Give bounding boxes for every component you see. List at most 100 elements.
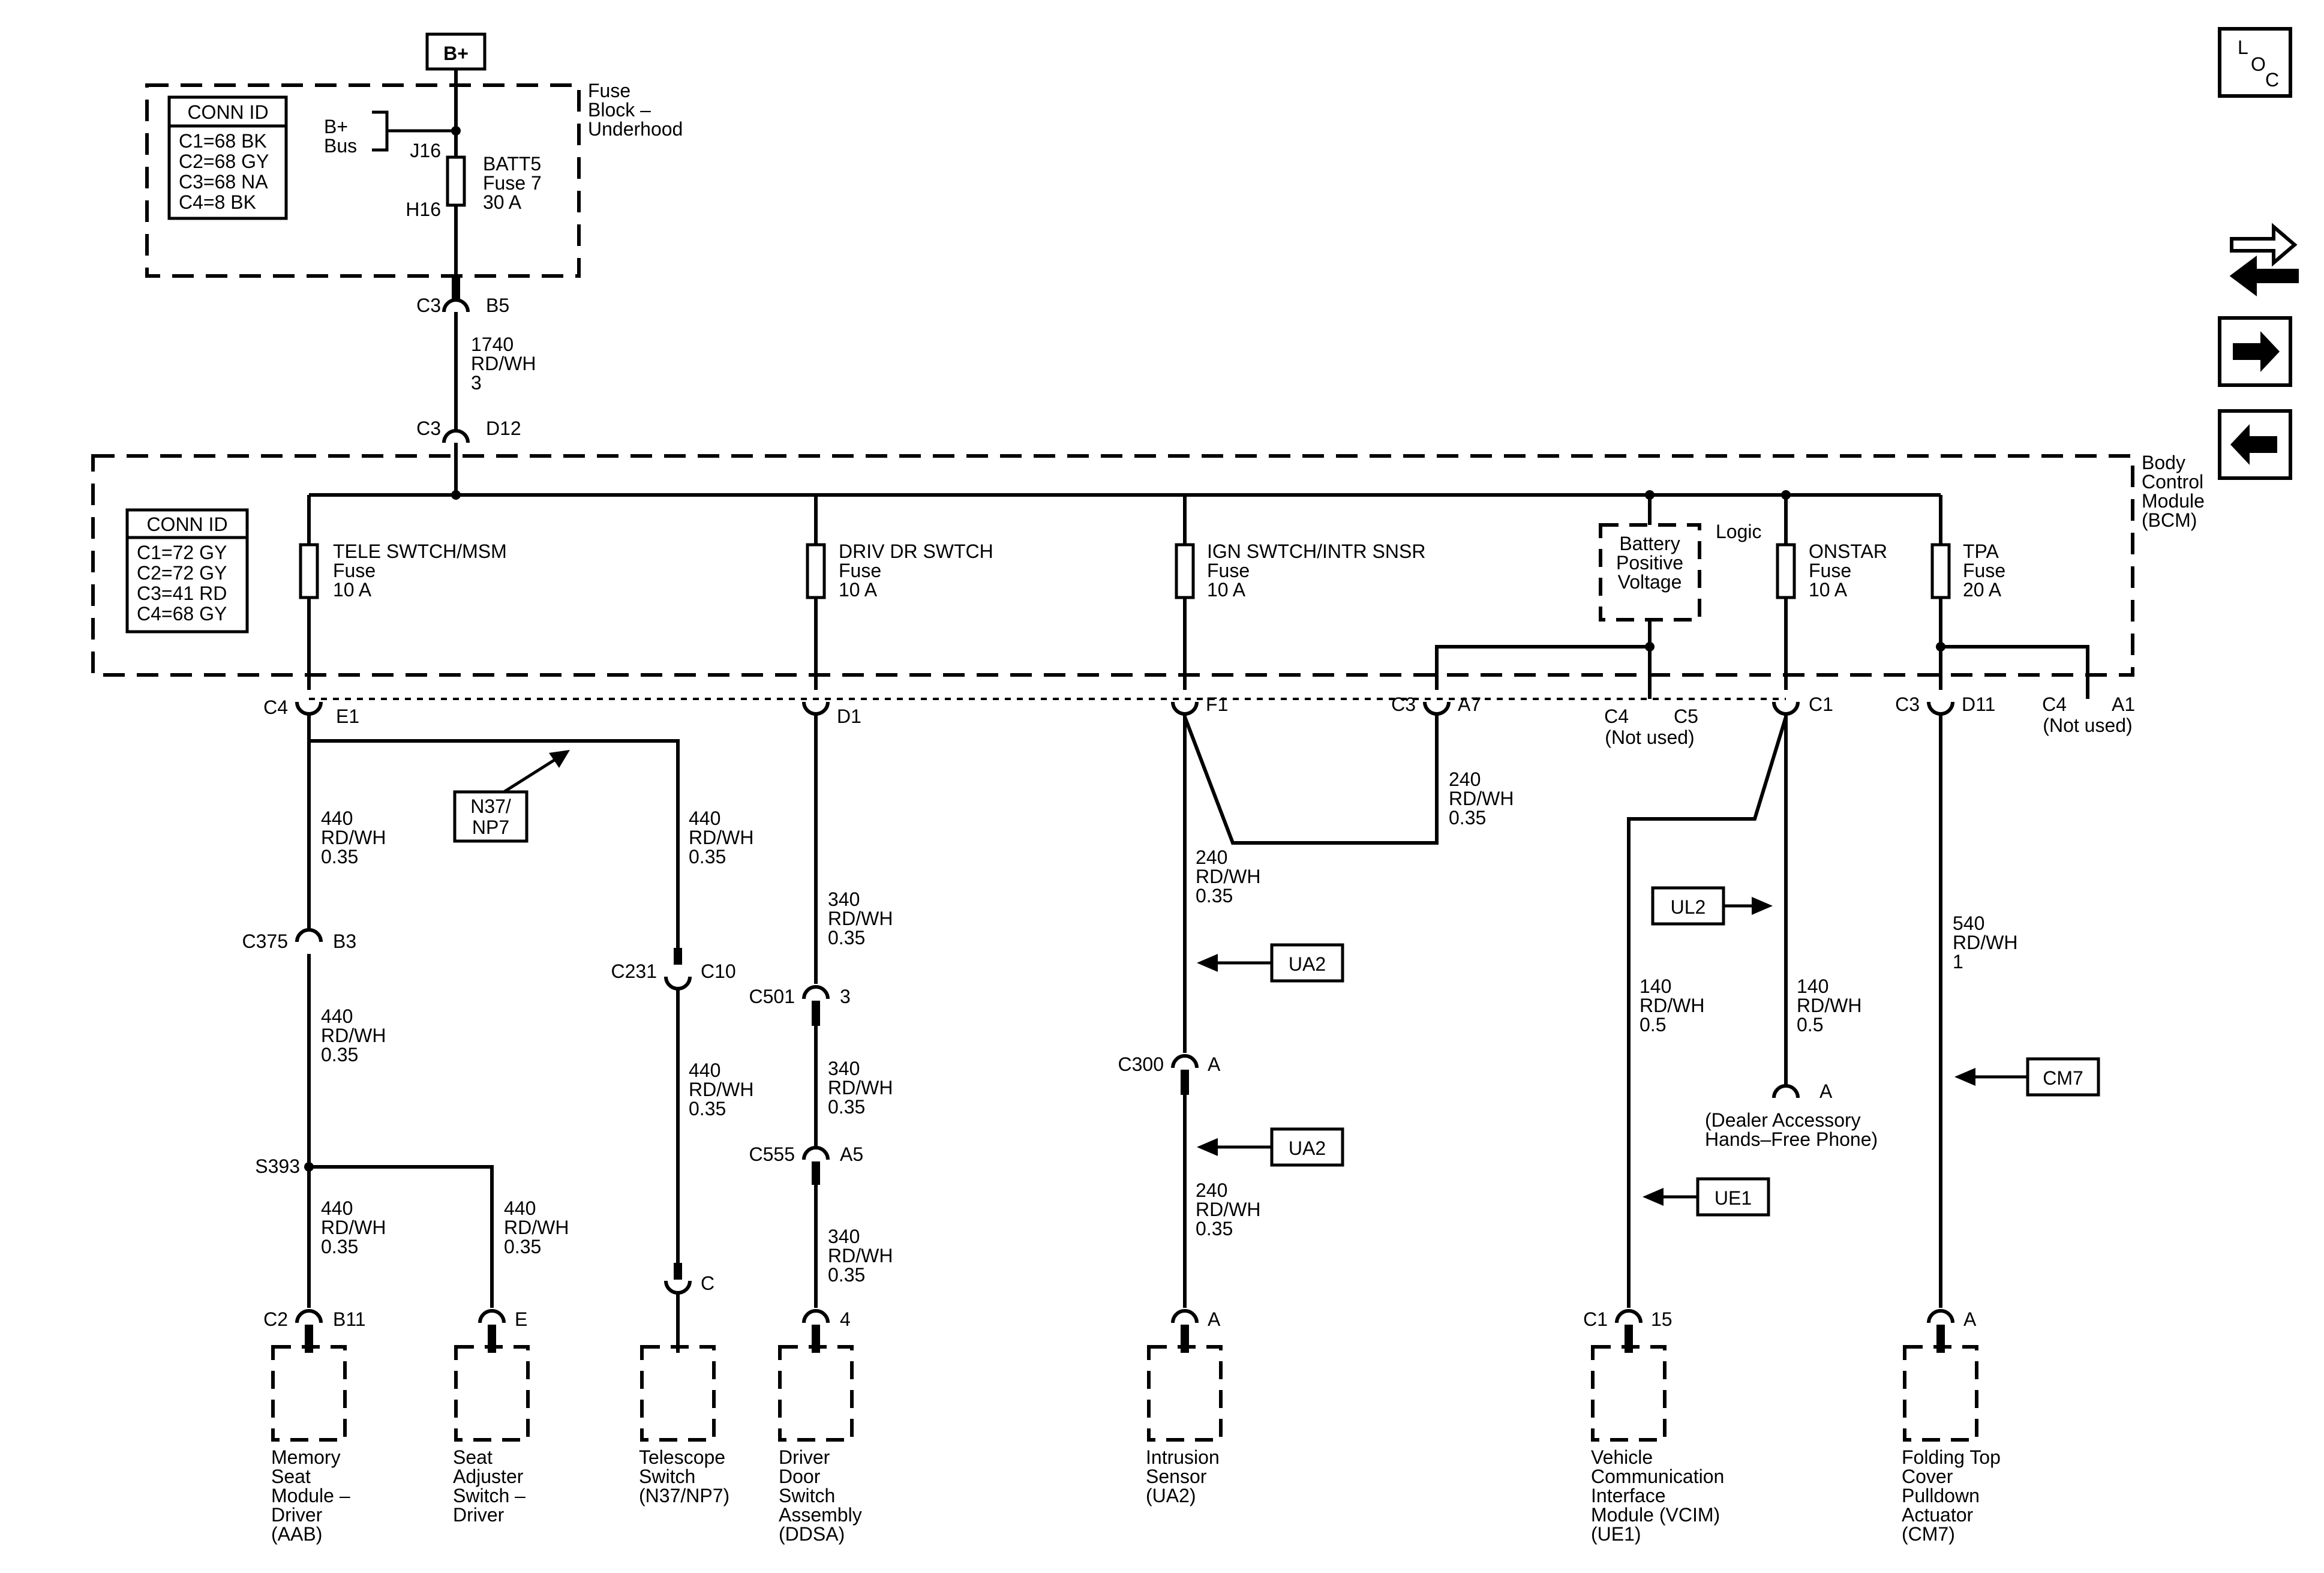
telescope-2: Switch [639, 1466, 695, 1487]
bcm-c3-a7-conn: C3 [1391, 694, 1416, 715]
tele-fuse-label-1: TELE SWTCH/MSM [333, 541, 507, 562]
w340b-2: RD/WH [828, 1077, 893, 1098]
memory-seat-1: Memory [271, 1446, 341, 1468]
tpa-fuse-label-1: TPA [1963, 541, 1999, 562]
vcim-module [1591, 1345, 1667, 1442]
tpa-fuse [1930, 543, 1951, 599]
memory-seat-3: Module – [271, 1485, 350, 1506]
w340c-3: 0.35 [828, 1264, 865, 1286]
phone-a-pin: A [1819, 1080, 1833, 1102]
vcim-3: Interface [1591, 1485, 1666, 1506]
folding-top-2: Cover [1902, 1466, 1953, 1487]
c501-pin: 3 [840, 986, 851, 1007]
w240c-3: 0.35 [1196, 1218, 1233, 1239]
ua2-ref-a: UA2 [1289, 953, 1326, 975]
s393-label: S393 [255, 1155, 300, 1177]
cm7-ref-box[interactable] [2026, 1057, 2100, 1097]
w340c-2: RD/WH [828, 1245, 893, 1266]
tele-c-pin: C [701, 1272, 714, 1294]
w440d-2: RD/WH [504, 1217, 569, 1238]
w240b-2: RD/WH [1196, 866, 1260, 887]
ddsa-3: Switch [779, 1485, 835, 1506]
c3-d12-conn: C3 [416, 418, 441, 439]
h16-label: H16 [406, 199, 441, 220]
battery-box-1: Battery [1619, 533, 1680, 554]
onstar-fuse-label-3: 10 A [1809, 579, 1848, 601]
n37-arrow-icon [549, 750, 570, 768]
bcm-conn-id-title: CONN ID [146, 514, 227, 535]
w440e-2: RD/WH [689, 827, 753, 848]
bcm-c4-a1-conn: C4 [2042, 694, 2067, 715]
bcm-c4-c5-conn: C4 [1604, 706, 1629, 727]
w440e-3: 0.35 [689, 846, 726, 867]
n37-np7-ref-box[interactable] [453, 790, 529, 843]
ddsa-pin: 4 [840, 1308, 851, 1330]
w340b-1: 340 [828, 1058, 860, 1079]
w240b-1: 240 [1196, 846, 1227, 868]
seat-adj-1: Seat [453, 1446, 493, 1468]
vcim-1: Vehicle [1591, 1446, 1653, 1468]
arrow-right-icon [2233, 331, 2280, 372]
tele-fuse-label-2: Fuse [333, 560, 376, 581]
w140a-2: RD/WH [1640, 995, 1704, 1016]
feed-wire-3: 3 [471, 372, 482, 394]
j16-label: J16 [410, 140, 441, 161]
bcm-title-2: Control [2142, 471, 2203, 493]
bcm-title-3: Module [2142, 490, 2205, 512]
next-page-button[interactable] [2218, 316, 2292, 387]
c555-pin: A5 [840, 1143, 863, 1165]
fuse-block-title-2: Block – [588, 99, 651, 121]
tpa-fuse-label-2: Fuse [1963, 560, 2005, 581]
fuse-block-title-1: Fuse [588, 80, 630, 101]
vcim-4: Module (VCIM) [1591, 1504, 1720, 1526]
c375-conn: C375 [242, 930, 289, 952]
telescope-1: Telescope [639, 1446, 725, 1468]
n37-ref-2: NP7 [472, 816, 509, 838]
ddsa-1: Driver [779, 1446, 830, 1468]
loc-button[interactable]: L O C [2218, 27, 2292, 98]
ua2-ref-box-b[interactable] [1270, 1127, 1344, 1167]
batt5-fuse-label-3: 30 A [483, 191, 522, 213]
ul2-ref-box[interactable] [1651, 886, 1725, 926]
battery-box-2: Positive [1616, 552, 1683, 574]
w140b-2: RD/WH [1797, 995, 1861, 1016]
battery-box-3: Voltage [1618, 571, 1682, 593]
w240a-2: RD/WH [1449, 788, 1514, 809]
tele-swtch-msm-fuse [299, 543, 319, 599]
w340a-1: 340 [828, 888, 860, 910]
drivdr-fuse-label-2: Fuse [839, 560, 881, 581]
intrusion-3: (UA2) [1146, 1485, 1196, 1506]
seat-adjuster-switch [454, 1345, 530, 1442]
phone-1: (Dealer Accessory [1705, 1109, 1861, 1131]
batt5-fuse-label-2: Fuse 7 [483, 172, 542, 194]
bcm-f1-pin: F1 [1206, 694, 1228, 715]
w440a-2: RD/WH [321, 827, 386, 848]
tele-fuse-label-3: 10 A [333, 579, 372, 601]
bcm-title-1: Body [2142, 452, 2185, 473]
memory-seat-5: (AAB) [271, 1523, 322, 1545]
loc-c: C [2265, 69, 2279, 91]
bus-splice [451, 126, 461, 136]
w340a-2: RD/WH [828, 908, 893, 929]
w540-2: RD/WH [1953, 932, 2017, 953]
bcm-d11-pin: D11 [1962, 694, 1995, 715]
bcm-c5-note: (Not used) [1605, 727, 1694, 748]
previous-page-button[interactable] [2218, 409, 2292, 480]
w240a-3: 0.35 [1449, 807, 1486, 828]
ua2-b-arrow-icon [1197, 1138, 1218, 1156]
w140b-1: 140 [1797, 975, 1828, 997]
driver-door-switch-assembly [778, 1345, 854, 1442]
c501-conn: C501 [749, 986, 795, 1007]
ua2-ref-box-a[interactable] [1270, 943, 1344, 983]
bcm-conn-id-4: C4=68 GY [137, 603, 227, 625]
ue1-ref-box[interactable] [1696, 1177, 1770, 1217]
w440c-3: 0.35 [321, 1236, 358, 1257]
swap-arrows-icon[interactable] [2229, 223, 2299, 296]
fuse-block-conn-id-title: CONN ID [187, 101, 268, 123]
fuse-block-title-3: Underhood [588, 118, 683, 140]
folding-top-4: Actuator [1902, 1504, 1974, 1526]
ul2-arrow-icon [1752, 897, 1773, 915]
ign-swtch-intr-snsr-fuse [1175, 543, 1195, 599]
vcim-5: (UE1) [1591, 1523, 1641, 1545]
bcm-c3-d11-conn: C3 [1895, 694, 1920, 715]
